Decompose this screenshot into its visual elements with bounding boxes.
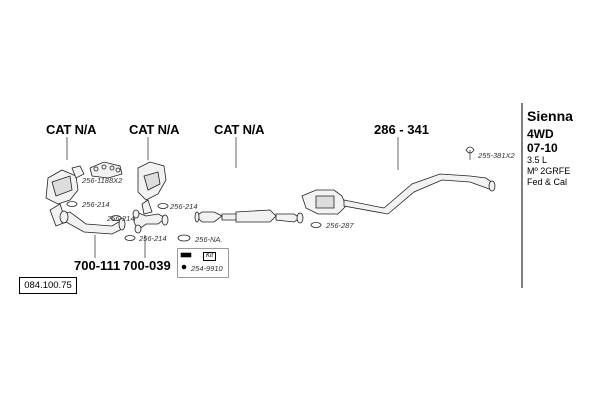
clamp-label: 256-214 xyxy=(139,234,167,243)
gasket-icon xyxy=(110,215,122,221)
clamp-label: 256-NA. xyxy=(195,235,223,244)
clamp-label: 256-214 xyxy=(107,214,135,223)
front-pipe-left xyxy=(59,210,126,235)
front-left-cat xyxy=(45,165,85,227)
part-label-mid: 700-039 xyxy=(123,258,171,273)
kit-box xyxy=(177,248,229,278)
cat-label-1: CAT N/A xyxy=(46,122,97,137)
gasket-icon xyxy=(177,234,191,242)
rear-muffler-pipe xyxy=(301,173,496,215)
gasket-icons xyxy=(66,201,322,242)
reference-number: 084.100.75 xyxy=(19,277,77,294)
front-right-cat xyxy=(137,161,167,215)
cat-label-2: CAT N/A xyxy=(129,122,180,137)
kit-icons xyxy=(180,252,192,270)
vehicle-model: Sienna xyxy=(527,108,573,124)
vehicle-engine: 3.5 L xyxy=(527,155,548,165)
gasket-icon xyxy=(157,203,169,209)
vehicle-market: Fed & Cal xyxy=(527,177,568,187)
upper-cat xyxy=(89,161,123,179)
vehicle-drive: 4WD xyxy=(527,127,554,141)
part-label-rear: 286 - 341 xyxy=(374,122,429,137)
cat-label-3: CAT N/A xyxy=(214,122,265,137)
kit-bolt-icon xyxy=(180,252,192,258)
clamp-icon xyxy=(465,146,475,154)
kit-nut-icon xyxy=(181,264,187,270)
vehicle-years: 07-10 xyxy=(527,141,558,155)
gasket-icon xyxy=(66,201,78,207)
center-cat-pipe xyxy=(194,209,304,224)
clamp-label: 256-287 xyxy=(326,221,354,230)
clamp-label: 256-1188X2 xyxy=(82,176,123,185)
gasket-icon xyxy=(124,235,136,241)
part-label-left: 700-111 xyxy=(74,258,121,273)
clamp-label: 255-381X2 xyxy=(478,151,515,160)
vehicle-engine-code: Mº 2GRFE xyxy=(527,166,571,176)
kit-label: Kit xyxy=(203,252,217,261)
kit-number: 254-9910 xyxy=(191,264,223,273)
front-pipe-mid xyxy=(132,209,169,234)
clamp-label: 256-214 xyxy=(82,200,110,209)
clamp-label: 256-214 xyxy=(170,202,198,211)
gasket-icon xyxy=(310,222,322,228)
